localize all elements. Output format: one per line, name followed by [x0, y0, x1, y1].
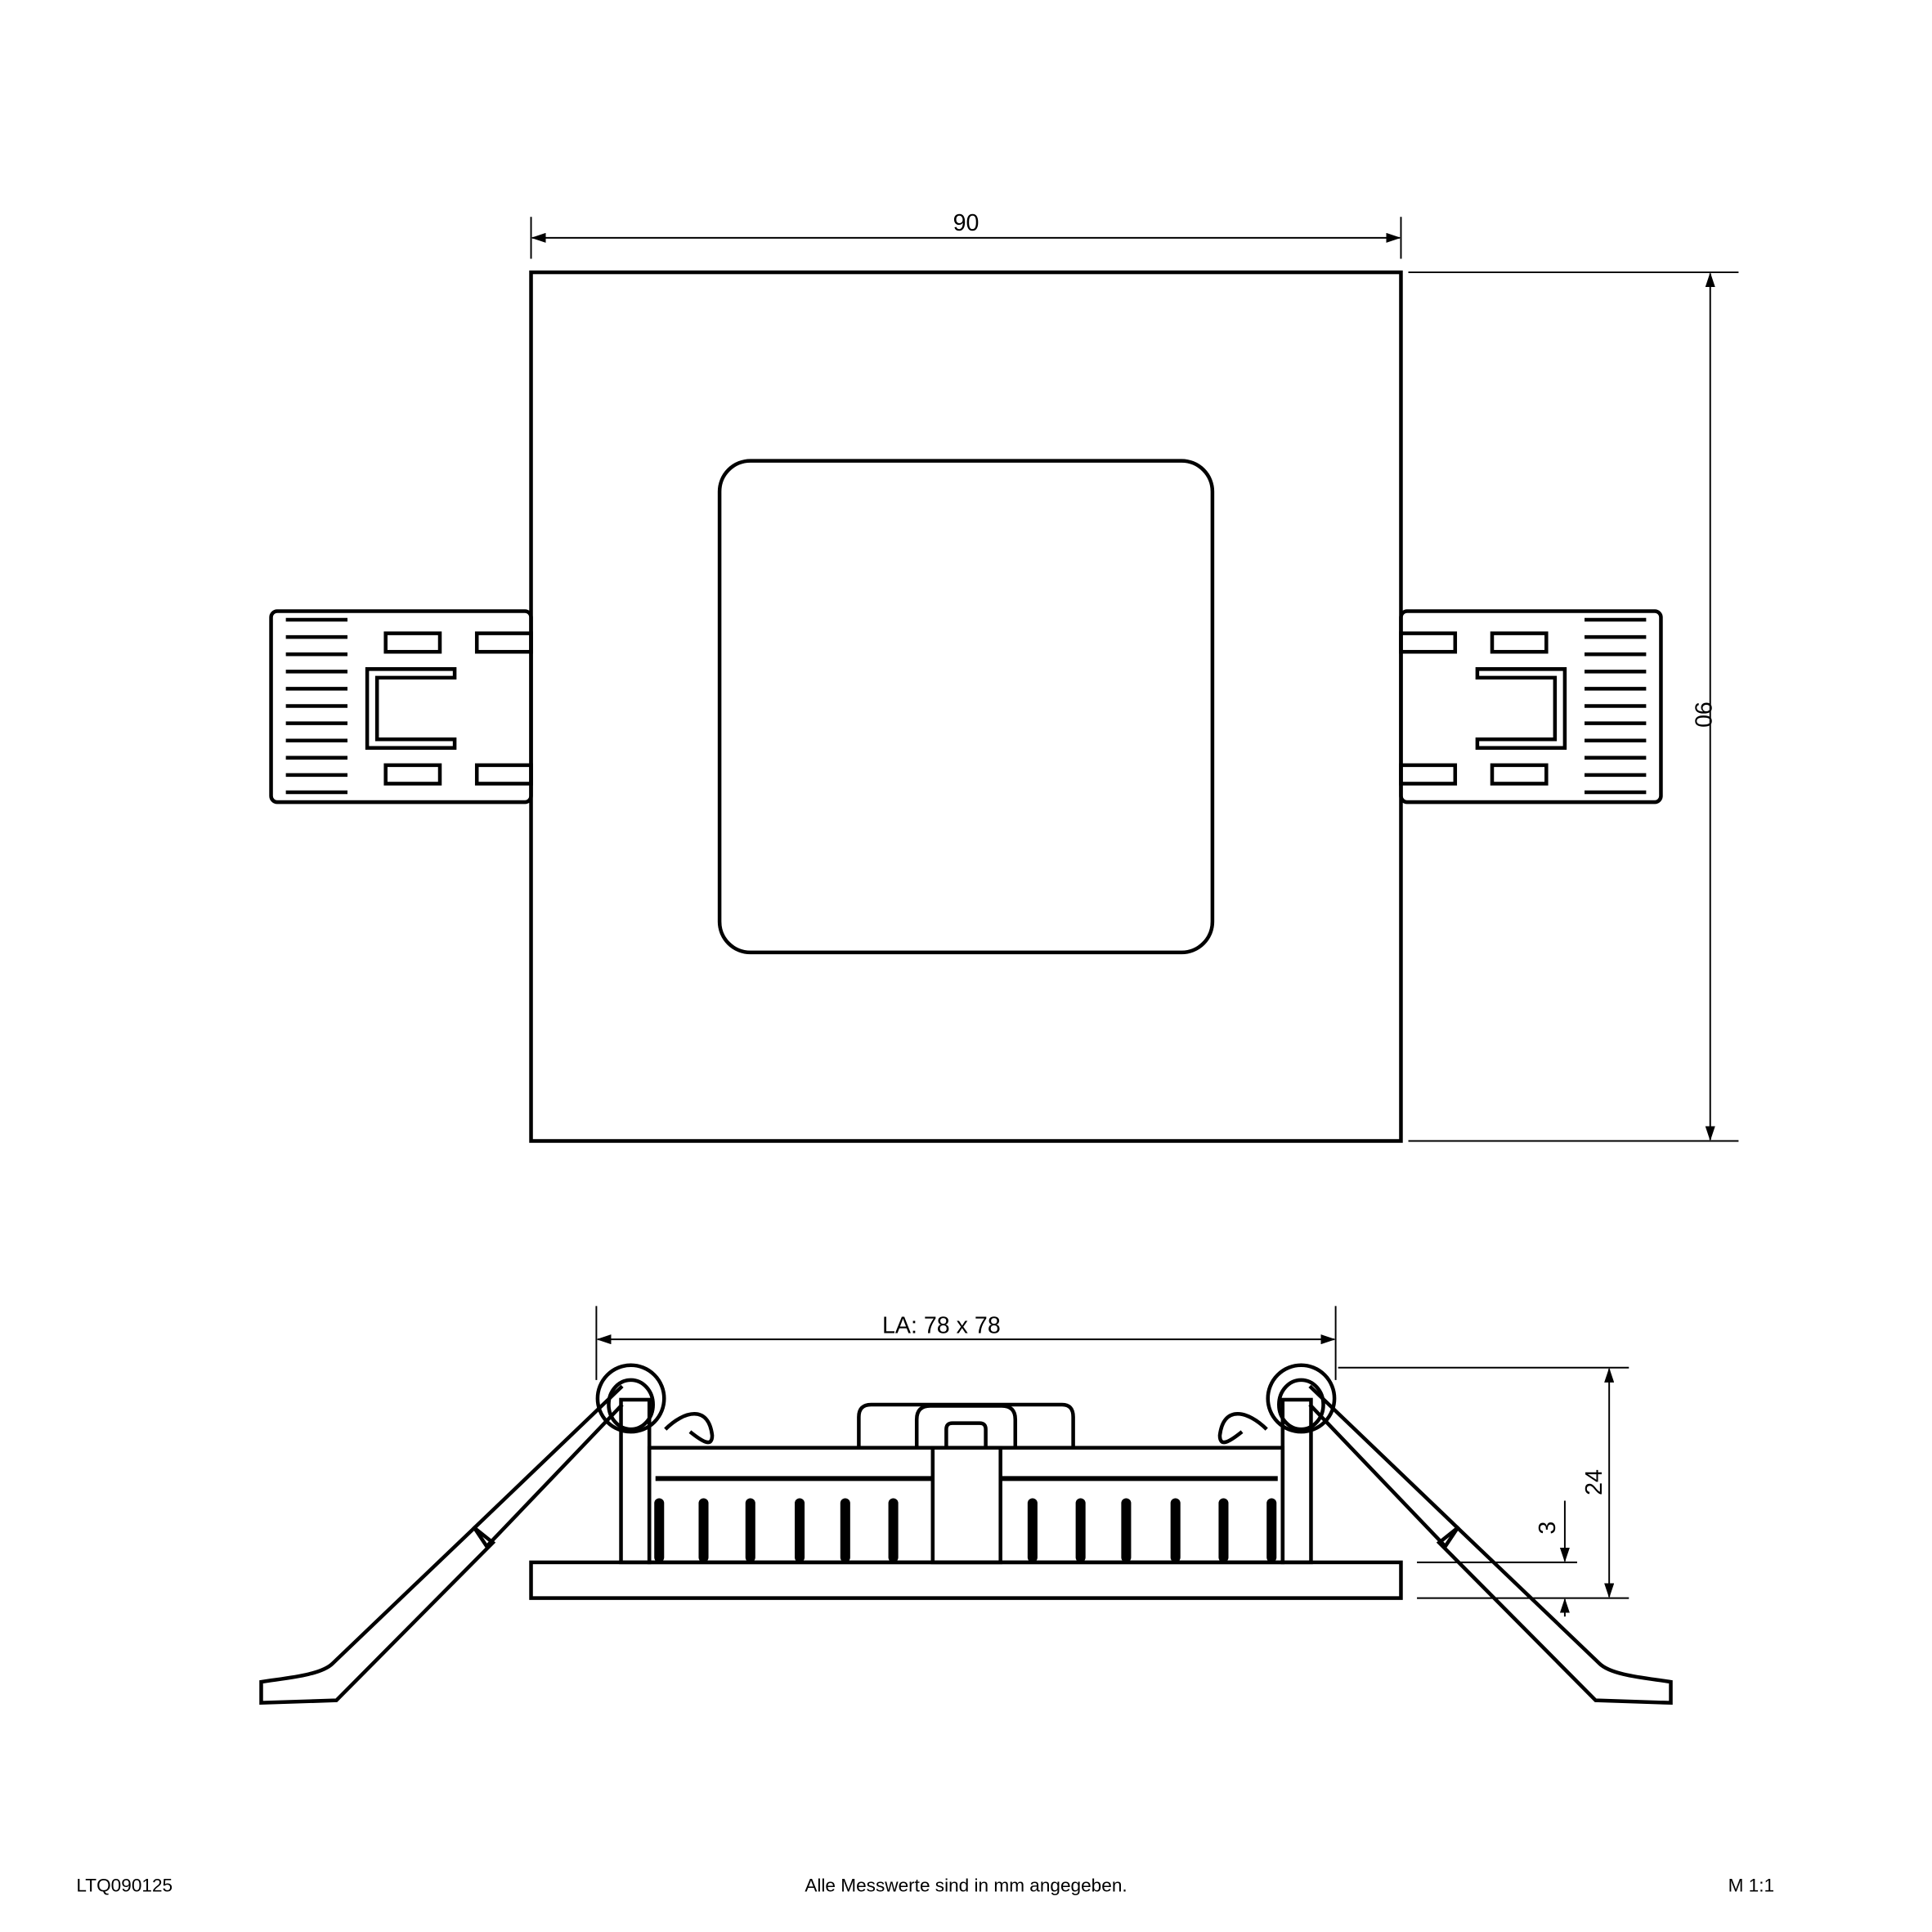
- plate-thickness-label: 3: [1535, 1522, 1561, 1535]
- right-mounting-clip: [1401, 611, 1661, 802]
- side-view: LA: 78 x 78 24 3: [261, 1306, 1670, 1702]
- height-dimension-label: 90: [1690, 702, 1716, 728]
- right-spring-clip: [1220, 1365, 1671, 1703]
- driver-box: [857, 1402, 1075, 1448]
- cooling-fins: [654, 1498, 1277, 1562]
- cutout-dimension-label: LA: 78 x 78: [882, 1313, 1001, 1339]
- light-emitting-area: [717, 459, 1215, 955]
- front-plate: [529, 1560, 1403, 1600]
- width-dimension-label: 90: [953, 210, 979, 236]
- top-view: 90 90: [271, 210, 1739, 1143]
- outer-frame: [529, 270, 1403, 1143]
- article-number: LTQ090125: [76, 1875, 173, 1895]
- measurement-note: Alle Messwerte sind in mm angegeben.: [805, 1875, 1127, 1895]
- scale-label: M 1:1: [1728, 1875, 1775, 1895]
- left-mounting-clip: [271, 611, 531, 802]
- left-spring-clip: [261, 1365, 712, 1703]
- housing-body: [647, 1446, 1285, 1565]
- height-dimension-label: 24: [1581, 1469, 1607, 1495]
